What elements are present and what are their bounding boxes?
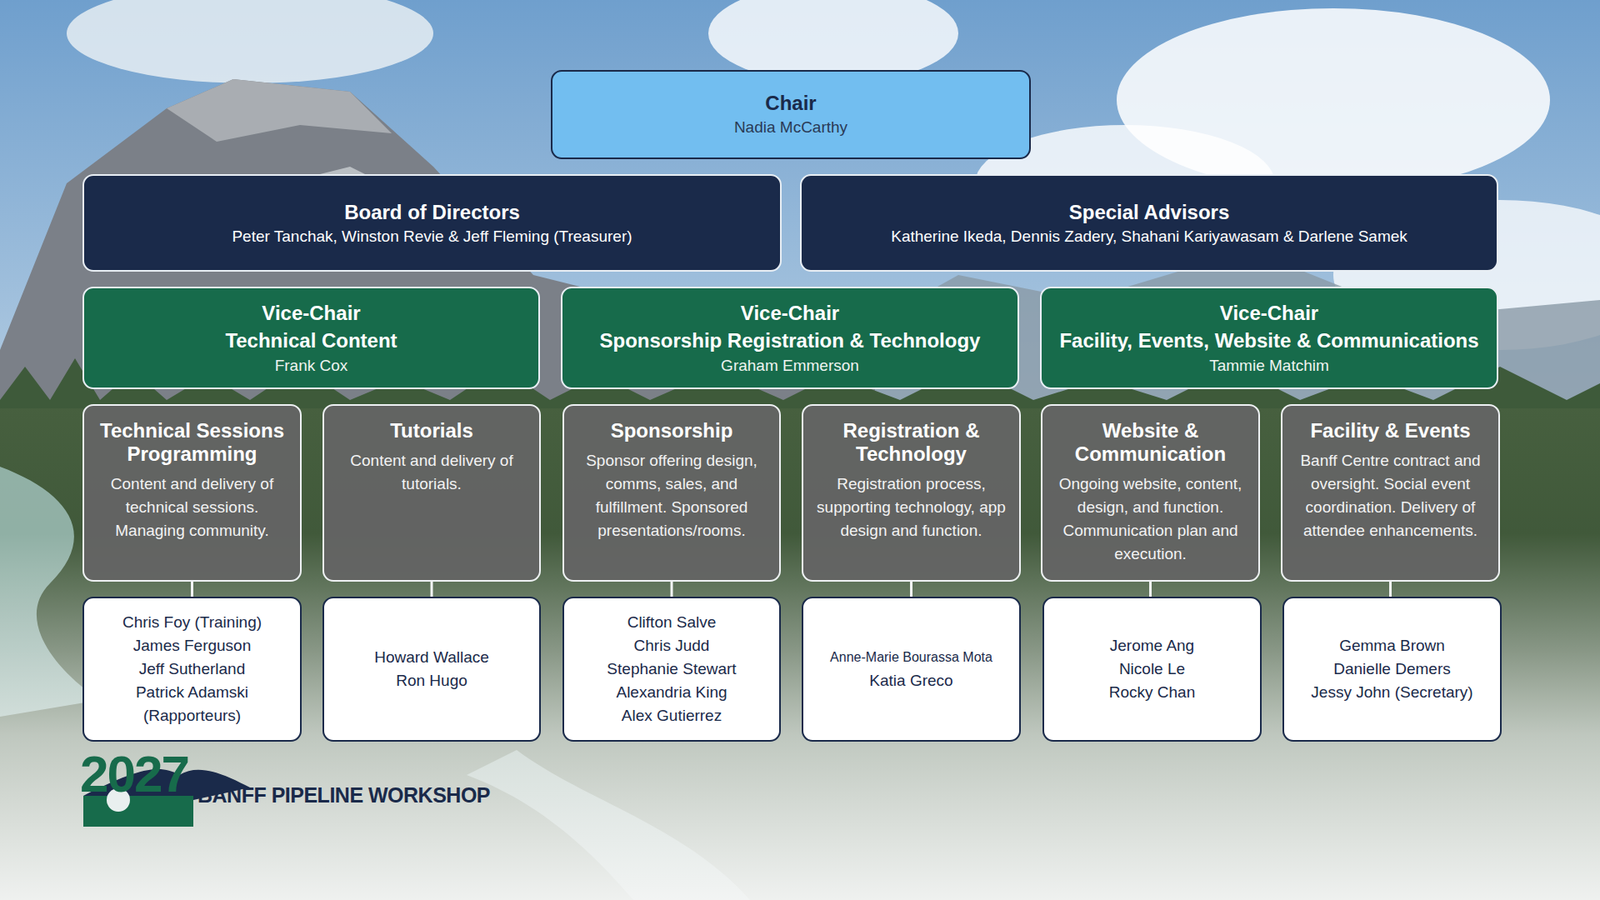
node-text: Frank Cox [84,354,539,377]
node-heading: Technical Sessions Programming [91,419,293,466]
node-heading: Facility & Events [1290,419,1491,443]
node-text: Jessy John (Secretary) [1292,680,1492,705]
node-text: Facility, Events, Website & Communicatio… [1041,326,1497,355]
committee-box: Registration & TechnologyRegistration pr… [801,404,1021,582]
node-text: Sponsorship Registration & Technology [562,326,1018,355]
node-text: Patrick Adamski (Rapporteurs) [92,680,292,728]
node-heading: Vice-Chair [562,299,1018,327]
committee-box: Facility & EventsBanff Centre contract a… [1280,404,1500,582]
node-text: Peter Tanchak, Winston Revie & Jeff Flem… [84,225,780,248]
node-text: Banff Centre contract and oversight. Soc… [1290,449,1491,543]
node-text: Sponsor offering design, comms, sales, a… [571,449,772,543]
member-box: Clifton SalveChris JuddStephanie Stewart… [562,596,781,742]
node-text: Graham Emmerson [562,354,1018,377]
connector-line [1149,581,1152,597]
node-text: Content and delivery of technical sessio… [91,472,293,543]
node-text: Katia Greco [811,669,1011,693]
node-heading: Gemma Brown [1292,634,1492,658]
node-text: Registration process, supporting technol… [810,472,1012,543]
bottom-fade [0,533,1600,900]
forest [0,400,1600,900]
member-box: Jerome AngNicole LeRocky Chan [1042,596,1262,742]
mountain-face [166,79,392,142]
node-heading: Registration & Technology [810,419,1012,466]
node-heading: Sponsorship [571,419,772,443]
node-heading: Vice-Chair [1041,299,1497,327]
node-text: Technical Content [84,326,539,355]
node-heading: Clifton Salve [572,610,771,635]
vice-chair-box: Vice-ChairSponsorship Registration & Tec… [560,286,1020,390]
node-text: James Ferguson [92,634,292,658]
connector-line [910,581,913,597]
connector-line [430,581,434,597]
member-box: Gemma BrownDanielle DemersJessy John (Se… [1282,596,1502,742]
node-text: Ongoing website, content, design, and fu… [1050,472,1251,566]
connector-line [1389,581,1392,597]
board-box: Board of DirectorsPeter Tanchak, Winston… [82,174,782,272]
node-text: Alex Gutierrez [572,704,771,728]
vice-chair-box: Vice-ChairFacility, Events, Website & Co… [1040,286,1499,390]
node-heading: Tutorials [331,419,532,443]
member-box: Anne-Marie Bourassa MotaKatia Greco [801,596,1021,742]
node-heading: Chris Foy (Training) [92,610,292,635]
node-text: Nadia McCarthy [552,115,1030,139]
connector-line [670,581,674,597]
node-text: Ron Hugo [332,669,531,693]
advisors-box: Special AdvisorsKatherine Ikeda, Dennis … [800,174,1499,272]
committee-box: Technical Sessions ProgrammingContent an… [82,404,302,582]
node-text: Content and delivery of tutorials. [331,449,532,496]
node-text: Stephanie Stewart [572,657,771,681]
node-text: Chris Judd [572,634,771,658]
node-text: Rocky Chan [1052,680,1252,705]
node-heading: Board of Directors [84,199,780,225]
member-box: Howard WallaceRon Hugo [322,596,541,742]
node-text: Jeff Sutherland [92,657,292,681]
node-heading: Howard Wallace [332,645,531,670]
node-heading: Jerome Ang [1052,634,1252,658]
committee-box: Website & CommunicationOngoing website, … [1040,404,1260,582]
node-text: Nicole Le [1052,657,1252,681]
cloud [66,0,434,84]
logo-year: 2027 [80,744,189,804]
node-heading: Website & Communication [1050,419,1251,466]
member-box: Chris Foy (Training)James FergusonJeff S… [82,596,302,742]
node-heading: Chair [552,90,1030,116]
node-text: Katherine Ikeda, Dennis Zadery, Shahani … [801,225,1497,248]
connector-line [190,581,194,597]
vice-chair-box: Vice-ChairTechnical ContentFrank Cox [82,286,540,390]
node-heading: Special Advisors [801,199,1497,225]
committee-box: SponsorshipSponsor offering design, comm… [562,404,781,582]
committee-box: TutorialsContent and delivery of tutoria… [322,404,541,582]
node-text: Tammie Matchim [1041,354,1497,377]
node-heading: Anne-Marie Bourassa Mota [811,645,1011,670]
node-heading: Vice-Chair [84,299,539,327]
node-text: Alexandria King [572,680,771,705]
logo-name: BANFF PIPELINE WORKSHOP [197,783,490,808]
chair-box: ChairNadia McCarthy [550,70,1031,160]
node-text: Danielle Demers [1292,657,1492,681]
